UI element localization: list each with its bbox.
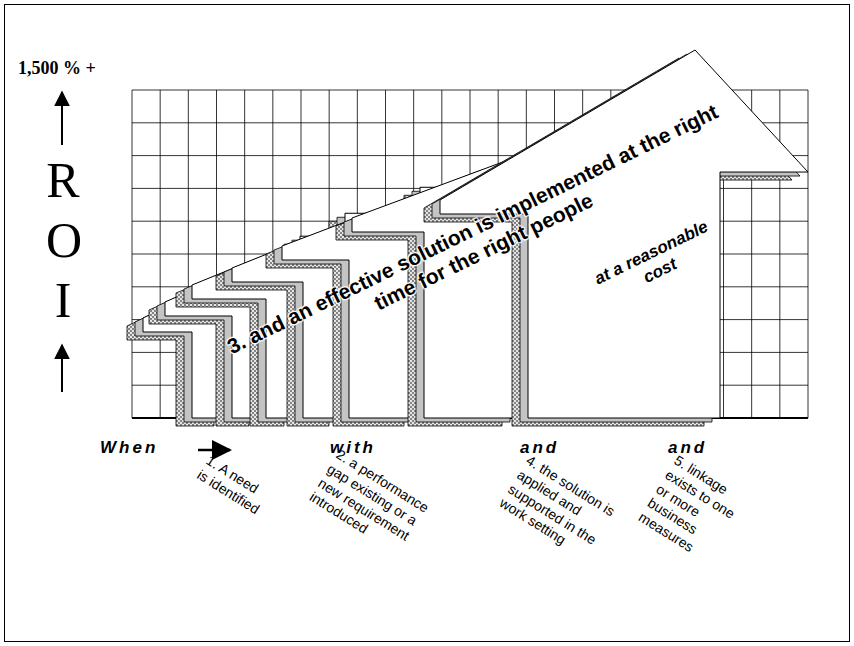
axis-arrow: [61, 92, 63, 145]
connector-word: and: [668, 438, 707, 458]
connector-word: When: [100, 438, 158, 458]
axis-max-label: 1,500 % +: [18, 58, 96, 80]
axis-arrow: [61, 345, 63, 392]
axis-title: ROI: [46, 150, 80, 330]
connector-word: and: [520, 438, 559, 458]
flow-arrow: [198, 449, 230, 452]
cost-text: at a reasonable cost: [575, 208, 737, 315]
page-frame: [5, 5, 850, 642]
arrow-stack: [127, 50, 808, 426]
condition-text: 5. linkage exists to one or more busines…: [635, 452, 747, 566]
condition-text: 4. the solution is applied and supported…: [496, 452, 618, 563]
condition-text: 1. A need is identified: [194, 452, 273, 519]
condition-text: 2. a performance gap existing or a new r…: [306, 446, 448, 570]
